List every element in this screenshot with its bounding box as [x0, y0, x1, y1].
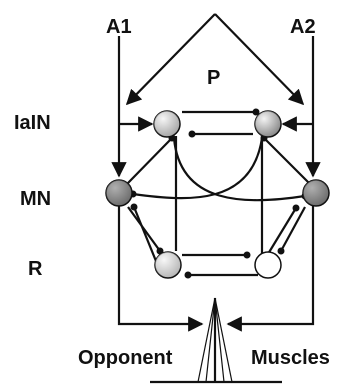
label-p: P	[207, 67, 220, 89]
a1-afferent	[111, 36, 154, 178]
label-a2: A2	[290, 16, 316, 38]
neuron-mn-right	[302, 179, 330, 207]
iain-to-mn-crossing	[129, 137, 309, 202]
label-r: R	[28, 258, 43, 280]
muscle-limb	[150, 297, 282, 384]
r-outputs	[130, 203, 300, 279]
label-a1: A1	[106, 16, 132, 38]
label-opponent: Opponent	[78, 347, 173, 369]
neuron-iain-right	[254, 110, 282, 138]
mn-to-muscles	[117, 206, 315, 332]
mn-to-r	[127, 206, 306, 255]
iain-mutual-inhibition	[182, 108, 260, 138]
neuron-iain-left	[153, 110, 181, 138]
mn-to-iain	[127, 134, 310, 184]
p-projections	[125, 13, 305, 106]
a2-afferent	[281, 36, 321, 178]
label-muscles: Muscles	[251, 347, 330, 369]
neuron-r-right	[254, 251, 282, 279]
neuron-mn-left	[105, 179, 133, 207]
label-mn: MN	[20, 188, 51, 210]
neuron-r-left	[154, 251, 182, 279]
vertical-connections	[174, 136, 264, 256]
label-iain: IaIN	[14, 112, 51, 134]
